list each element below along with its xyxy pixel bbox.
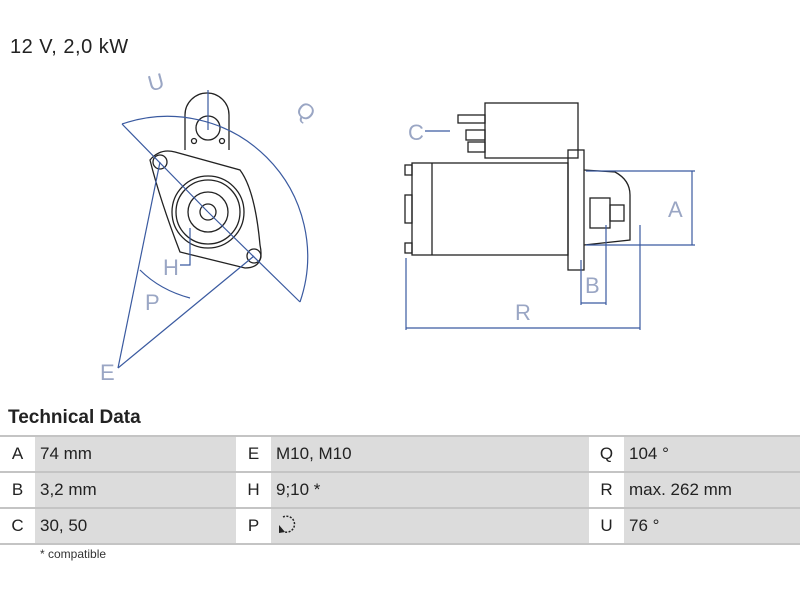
spec-value: 76 °: [624, 507, 800, 545]
spec-key: A: [0, 435, 35, 473]
spec-key: R: [589, 471, 624, 509]
label-H: H: [163, 255, 179, 280]
spec-key: U: [589, 507, 624, 545]
label-Q: Q: [291, 96, 320, 126]
spec-key: H: [236, 471, 271, 509]
label-C: C: [408, 120, 424, 145]
spec-key: Q: [589, 435, 624, 473]
footnote: * compatible: [40, 547, 107, 561]
spec-value: max. 262 mm: [624, 471, 800, 509]
label-P: P: [145, 290, 160, 315]
label-B: B: [585, 273, 600, 298]
label-A: A: [668, 197, 683, 222]
label-R: R: [515, 300, 531, 325]
spec-value: 9;10 *: [271, 471, 589, 509]
side-view: [404, 102, 631, 271]
table-row: C 30, 50 P U 76 °: [0, 507, 800, 545]
front-dimension-lines: [117, 90, 309, 369]
spec-key: B: [0, 471, 35, 509]
table-row: B 3,2 mm H 9;10 * R max. 262 mm: [0, 471, 800, 509]
starter-motor-drawing: U Q H P E C A B R: [100, 68, 695, 385]
spec-value: 74 mm: [35, 435, 236, 473]
spec-value: M10, M10: [271, 435, 589, 473]
spec-value: 104 °: [624, 435, 800, 473]
spec-value-rotation: [271, 507, 589, 545]
counterclockwise-rotation-icon: [279, 515, 296, 533]
technical-data-table: A 74 mm E M10, M10 Q 104 ° B 3,2 mm H 9;…: [0, 435, 800, 545]
spec-value: 30, 50: [35, 507, 236, 545]
spec-key: P: [236, 507, 271, 545]
front-view: [149, 92, 262, 269]
technical-data-heading: Technical Data: [8, 407, 141, 428]
table-row: A 74 mm E M10, M10 Q 104 °: [0, 435, 800, 473]
side-dimension-lines: [405, 130, 695, 330]
spec-key: E: [236, 435, 271, 473]
product-title: 12 V, 2,0 kW: [10, 36, 129, 58]
spec-key: C: [0, 507, 35, 545]
spec-value: 3,2 mm: [35, 471, 236, 509]
label-E: E: [100, 360, 115, 385]
label-U: U: [145, 68, 167, 96]
